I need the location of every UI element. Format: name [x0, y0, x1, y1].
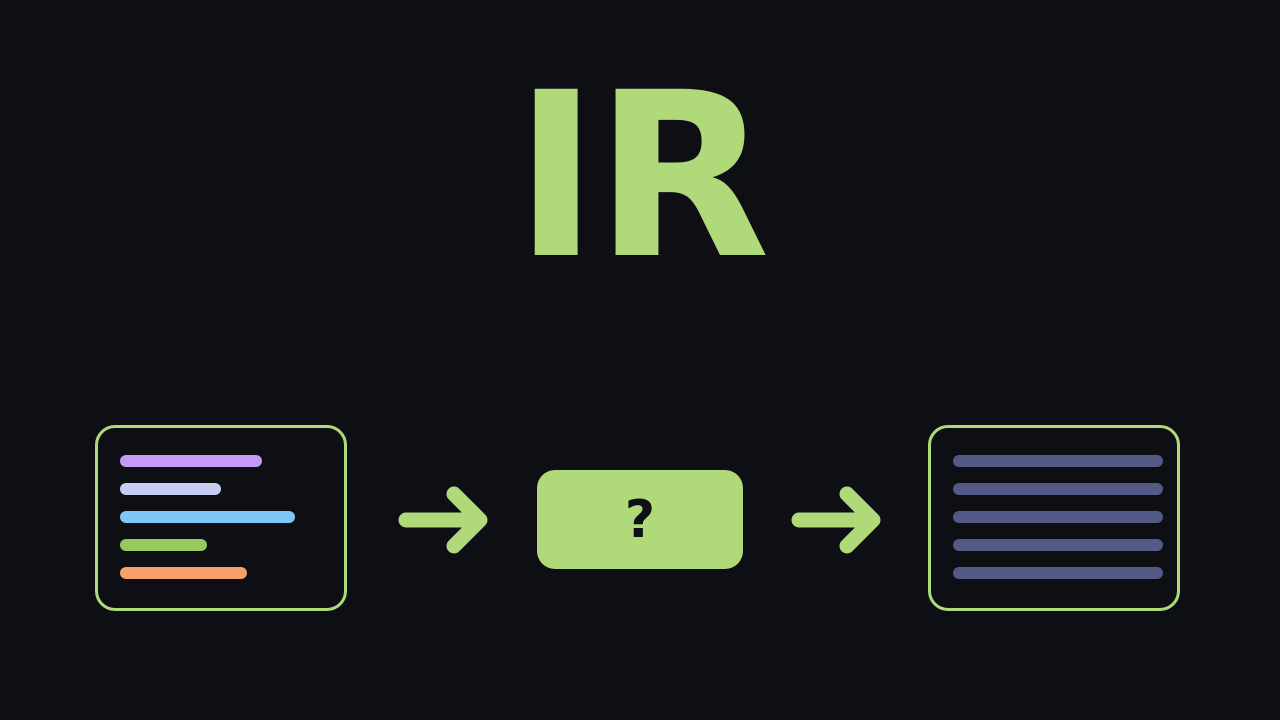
code-line — [953, 483, 1163, 495]
question-mark: ? — [624, 489, 656, 550]
title: IR — [513, 43, 770, 309]
arrow-right-icon — [791, 486, 881, 554]
code-line — [120, 483, 221, 495]
machine-code-panel — [928, 425, 1180, 611]
code-line — [120, 567, 247, 579]
code-line — [953, 455, 1163, 467]
source-code-panel — [95, 425, 347, 611]
ir-box: ? — [537, 470, 743, 569]
code-line — [120, 539, 207, 551]
arrow-right-icon — [398, 486, 488, 554]
code-line — [120, 511, 295, 523]
code-line — [953, 539, 1163, 551]
code-line — [953, 511, 1163, 523]
code-line — [953, 567, 1163, 579]
code-line — [120, 455, 262, 467]
